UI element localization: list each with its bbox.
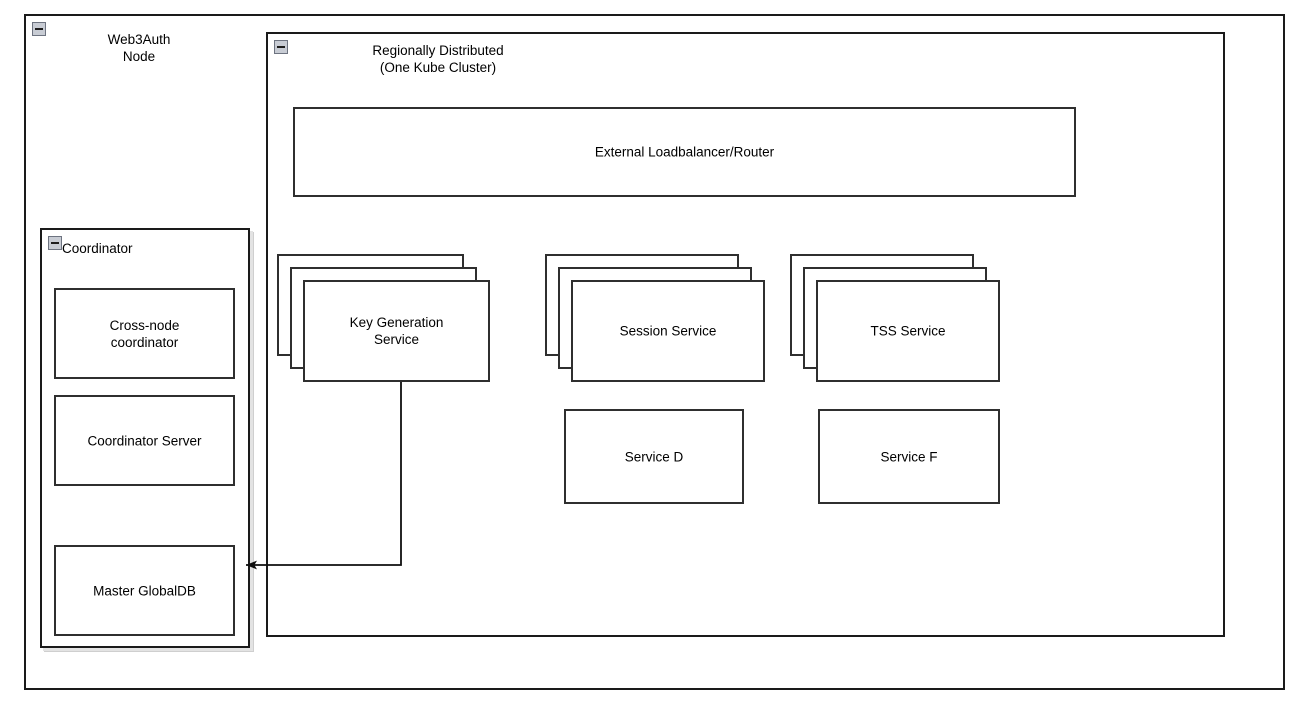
stack-sheet-front[interactable]: TSS Service — [816, 280, 1000, 382]
collapse-minus-icon[interactable] — [274, 40, 288, 54]
stack-session-service-label: Session Service — [619, 323, 717, 339]
collapse-minus-icon[interactable] — [32, 22, 46, 36]
stack-sheet-front[interactable]: Session Service — [571, 280, 765, 382]
box-master-globaldb-label: Master GlobalDB — [93, 583, 196, 598]
box-master-globaldb[interactable]: Master GlobalDB — [54, 545, 235, 636]
box-external-loadbalancer-router[interactable]: External Loadbalancer/Router — [293, 107, 1076, 197]
collapse-minus-icon[interactable] — [48, 236, 62, 250]
box-cross-node-coordinator[interactable]: Cross-node coordinator — [54, 288, 235, 379]
stack-key-generation-service[interactable]: Key Generation Service — [277, 254, 490, 382]
box-service-f-label: Service F — [880, 449, 938, 464]
stack-session-service[interactable]: Session Service — [545, 254, 765, 382]
stack-tss-service-label: TSS Service — [870, 323, 946, 339]
stack-tss-service[interactable]: TSS Service — [790, 254, 1000, 382]
box-coordinator-server[interactable]: Coordinator Server — [54, 395, 235, 486]
box-coordinator-server-label: Coordinator Server — [87, 433, 202, 448]
stack-key-generation-service-label: Key Generation Service — [349, 315, 444, 347]
box-service-f[interactable]: Service F — [818, 409, 1000, 504]
box-cross-node-coordinator-label: Cross-node coordinator — [109, 317, 180, 350]
box-service-d-label: Service D — [624, 449, 684, 464]
box-service-d[interactable]: Service D — [564, 409, 744, 504]
stack-sheet-front[interactable]: Key Generation Service — [303, 280, 490, 382]
box-external-loadbalancer-router-label: External Loadbalancer/Router — [594, 144, 775, 160]
